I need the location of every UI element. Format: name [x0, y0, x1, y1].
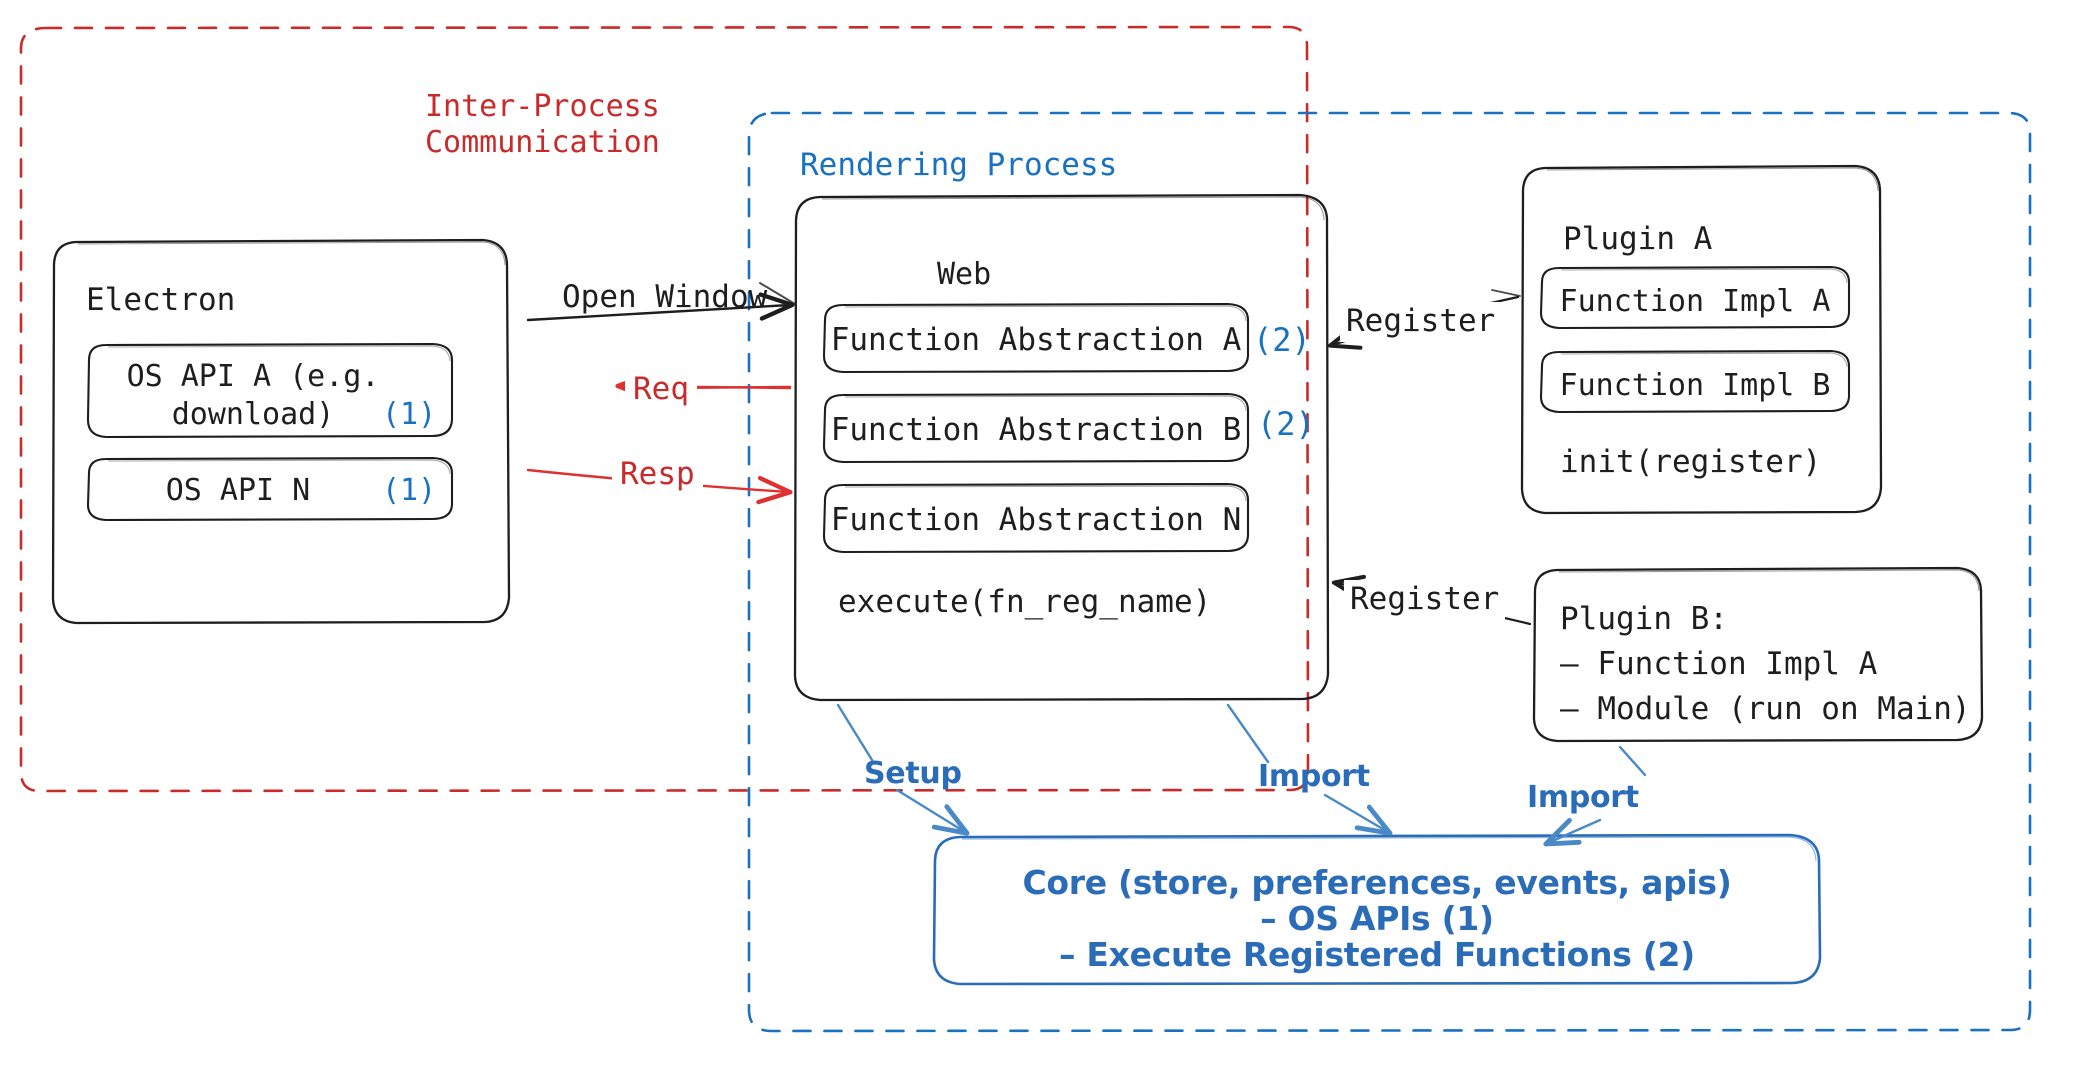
web-execute-label: execute(fn_reg_name) [838, 584, 1212, 620]
open-window-arrow-label: Open Window [562, 279, 768, 315]
function-abstraction-n-label: Function Abstraction N [830, 502, 1242, 538]
os-api-a-label-line1: OS API A (e.g. [126, 359, 380, 394]
ipc-region-label-line2: Communication [425, 125, 660, 160]
plugin-a-title: Plugin A [1563, 221, 1713, 257]
core-line-3: – Execute Registered Functions (2) [1059, 935, 1695, 974]
plugin-b-box-shape [1532, 566, 1984, 743]
ipc-region-label-line1: Inter-Process [425, 89, 660, 124]
function-impl-a-label: Function Impl A [1559, 284, 1831, 319]
import-web-arrow [1226, 703, 1393, 836]
function-impl-b-box-shape [1539, 349, 1851, 414]
setup-arrow [836, 703, 970, 836]
function-abstraction-b-note: (2) [1257, 405, 1315, 443]
import-plugin-b-arrow [1543, 745, 1647, 847]
function-abstraction-a-label: Function Abstraction A [830, 322, 1242, 358]
register-top-arrow-label: Register [1340, 302, 1502, 342]
os-api-n-box-shape [86, 456, 454, 522]
web-title: Web [937, 257, 992, 292]
ipc-region-border [19, 25, 1310, 793]
rendering-region-border [747, 111, 2032, 1033]
os-api-a-box-shape [86, 342, 454, 439]
setup-arrow-label: Setup [864, 756, 962, 791]
function-abstraction-n-box-shape [822, 482, 1250, 554]
function-abstraction-b-label: Function Abstraction B [830, 412, 1242, 448]
function-abstraction-a-box-shape [822, 302, 1250, 374]
function-impl-b-label: Function Impl B [1559, 368, 1831, 403]
function-abstraction-a-note: (2) [1253, 321, 1311, 359]
electron-box-shape [51, 238, 511, 625]
plugin-a-init-label: init(register) [1560, 444, 1822, 480]
register-bottom-arrow-label: Register [1344, 580, 1506, 620]
web-box-shape [793, 193, 1330, 702]
function-abstraction-b-box-shape [822, 392, 1250, 464]
os-api-a-label-line2: download) [171, 397, 335, 432]
import-web-arrow-label: Import [1258, 759, 1370, 794]
os-api-a-note: (1) [382, 397, 437, 432]
core-box-shape [932, 833, 1822, 986]
plugin-b-item-1: – Module (run on Main) [1560, 691, 1971, 727]
core-line-2: – OS APIs (1) [1260, 899, 1494, 938]
resp-arrow-label: Resp [612, 455, 703, 495]
import-plugin-b-arrow-label: Import [1527, 780, 1639, 815]
plugin-a-box-shape [1520, 164, 1883, 515]
os-api-n-note: (1) [382, 473, 437, 508]
electron-title: Electron [86, 282, 236, 318]
plugin-b-title: Plugin B: [1560, 601, 1728, 637]
core-line-1: Core (store, preferences, events, apis) [1022, 863, 1732, 902]
os-api-n-label: OS API N [165, 473, 311, 508]
rendering-region-label: Rendering Process [800, 147, 1118, 183]
req-arrow-label: Req [625, 370, 697, 410]
open-window-arrow [526, 282, 796, 322]
function-impl-a-box-shape [1539, 265, 1851, 330]
plugin-b-item-0: – Function Impl A [1560, 646, 1878, 682]
